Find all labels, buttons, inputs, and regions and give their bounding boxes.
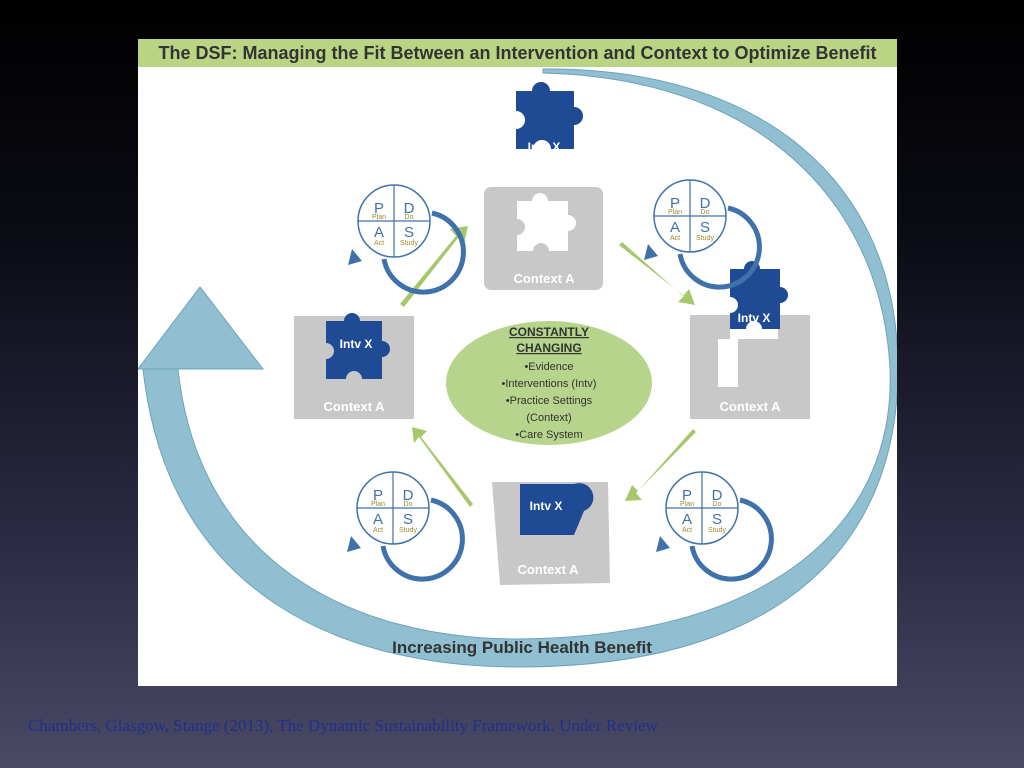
- center-item-context: (Context): [526, 412, 571, 424]
- figure-title-bar: The DSF: Managing the Fit Between an Int…: [138, 39, 897, 67]
- pdsa-do: Do: [713, 501, 722, 508]
- figure-title: The DSF: Managing the Fit Between an Int…: [158, 42, 877, 63]
- pdsa-p: P: [682, 487, 692, 504]
- pdsa-do: Do: [405, 214, 414, 221]
- pdsa-study: Study: [399, 527, 417, 534]
- pdsa-d: D: [712, 487, 723, 504]
- pdsa-do: Do: [404, 501, 413, 508]
- context-label-left: Context A: [324, 399, 386, 414]
- center-item-care-system: •Care System: [515, 429, 582, 441]
- pdsa-plan: Plan: [668, 209, 682, 216]
- center-heading-line2: CHANGING: [516, 341, 581, 355]
- pdsa-study: Study: [696, 235, 714, 242]
- pdsa-act: Act: [373, 527, 383, 534]
- pdsa-act: Act: [374, 240, 384, 247]
- pdsa-act: Act: [670, 235, 680, 242]
- pdsa-cycle-bottom-left: P D Plan Do A S Act Study: [347, 472, 462, 579]
- intervention-label-left: Intv X: [340, 337, 373, 351]
- bottom-benefit-label: Increasing Public Health Benefit: [392, 638, 652, 657]
- intervention-label-right: Intv X: [738, 311, 771, 325]
- dsf-figure: CONSTANTLY CHANGING •Evidence •Intervent…: [138, 39, 897, 686]
- pdsa-study: Study: [708, 527, 726, 534]
- diagram-canvas: CONSTANTLY CHANGING •Evidence •Intervent…: [138, 68, 897, 668]
- cycle-green-arrows: [400, 226, 696, 507]
- center-item-interventions: •Interventions (Intv): [502, 378, 597, 390]
- pdsa-plan: Plan: [372, 214, 386, 221]
- context-label-right: Context A: [720, 399, 782, 414]
- context-top: Context A: [484, 187, 603, 290]
- center-item-evidence: •Evidence: [524, 361, 573, 373]
- pdsa-a: A: [373, 511, 383, 528]
- context-label-bottom: Context A: [518, 562, 580, 577]
- center-heading-line1: CONSTANTLY: [509, 325, 589, 339]
- pdsa-plan: Plan: [371, 501, 385, 508]
- pdsa-p: P: [373, 487, 383, 504]
- big-cycle-arrow: [142, 68, 897, 668]
- citation: Chambers, Glasgow, Stange (2013), The Dy…: [28, 716, 658, 735]
- pdsa-plan: Plan: [680, 501, 694, 508]
- big-cycle-arrowhead: [138, 286, 265, 370]
- pdsa-d: D: [404, 200, 415, 217]
- center-item-practice-settings: •Practice Settings: [506, 395, 593, 407]
- intervention-piece-top: Intv X: [516, 82, 584, 154]
- center-ellipse: [446, 321, 652, 445]
- pdsa-p: P: [374, 200, 384, 217]
- pdsa-cycle-bottom-right: P D Plan Do A S Act Study: [656, 472, 771, 579]
- pdsa-p: P: [670, 195, 680, 212]
- pdsa-act: Act: [682, 527, 692, 534]
- pdsa-a: A: [682, 511, 692, 528]
- context-label-top: Context A: [514, 271, 576, 286]
- pdsa-a: A: [374, 224, 384, 241]
- intervention-label-bottom: Intv X: [530, 499, 563, 513]
- pdsa-s: S: [403, 511, 413, 528]
- pdsa-a: A: [670, 219, 680, 236]
- context-bottom: Intv X Context A: [492, 482, 610, 585]
- pdsa-study: Study: [400, 240, 418, 247]
- context-left: Intv X Context A: [294, 313, 414, 419]
- pdsa-cycle-top-right: P D Plan Do A S Act Study: [644, 180, 759, 287]
- pdsa-d: D: [403, 487, 414, 504]
- context-right: Intv X Context A: [690, 261, 810, 419]
- pdsa-do: Do: [701, 209, 710, 216]
- pdsa-cycle-top-left: P D Plan Do A S Act Study: [348, 185, 463, 292]
- intervention-label-top: Intv X: [528, 140, 561, 154]
- pdsa-s: S: [404, 224, 414, 241]
- pdsa-d: D: [700, 195, 711, 212]
- pdsa-s: S: [712, 511, 722, 528]
- pdsa-s: S: [700, 219, 710, 236]
